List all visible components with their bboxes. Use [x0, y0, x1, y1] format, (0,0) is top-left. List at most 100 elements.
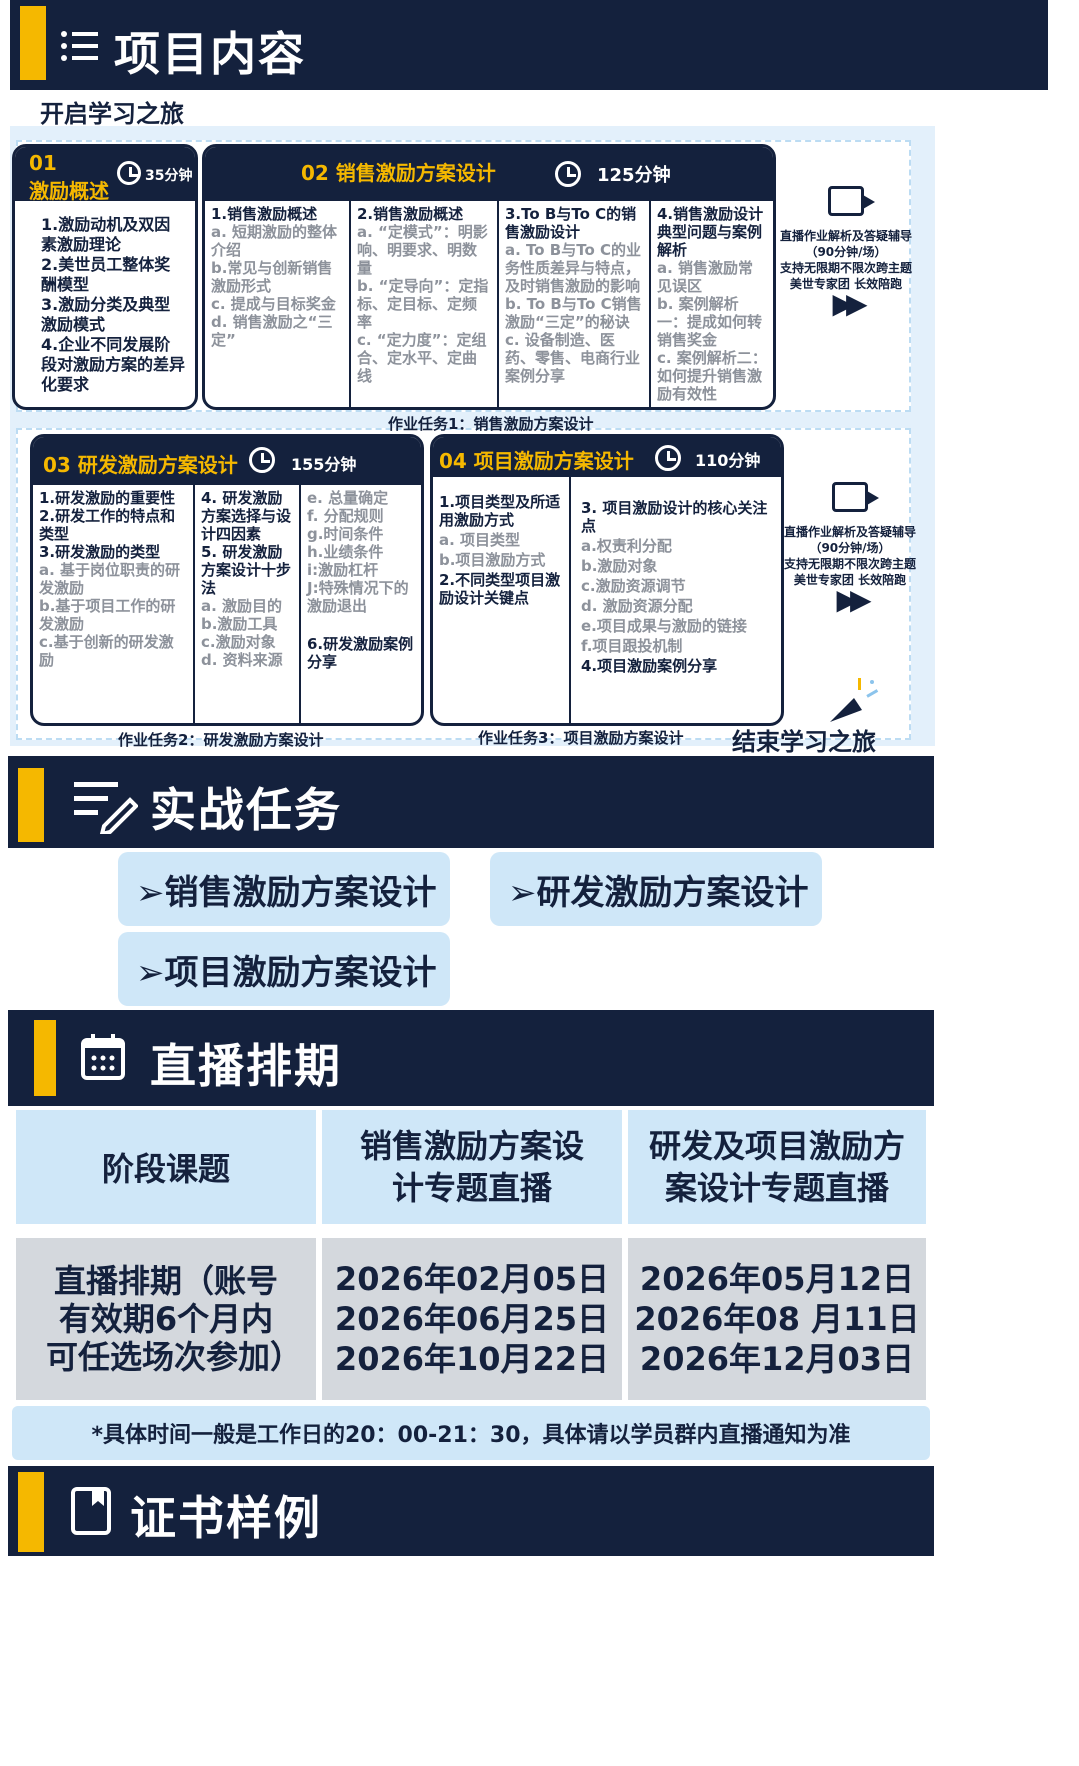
module-duration: 125分钟 [597, 165, 671, 186]
topic-item: a. 基于岗位职责的研发激励 [39, 561, 181, 597]
topic-item: 3. 项目激励设计的核心关注点 [581, 499, 768, 535]
topic-item: c. 设备制造、医药、零售、电商行业案例分享 [505, 331, 641, 385]
homework-task-2: 作业任务2：研发激励方案设计 [118, 731, 324, 749]
live-date: 2026年06月25日 [334, 1300, 610, 1338]
topic-column: 3. 项目激励设计的核心关注点 a.权责利分配 b.激励对象 c.激励资源调节 d. 激… [571, 477, 781, 723]
clock-icon [249, 447, 275, 473]
list-icon [60, 28, 100, 68]
live-coaching-note: 直播作业解析及答疑辅导（90分钟/场） 支持无限期不限次跨主题 美世专家团 长效… [780, 482, 920, 616]
topic-item: 2.研发工作的特点和类型 [39, 507, 176, 543]
table-row-label: 直播排期（账号有效期6个月内可任选场次参加） [16, 1238, 316, 1400]
clock-icon [655, 445, 681, 471]
journey-start-label: 开启学习之旅 [40, 100, 184, 128]
topic-item: b.常见与创新销售激励形式 [211, 259, 333, 295]
section-banner-schedule: 直播排期 [8, 1010, 934, 1106]
coaching-line: 支持无限期不限次跨主题 [779, 261, 912, 275]
section-banner-certificate: 证书样例 [8, 1466, 934, 1556]
topic-item: b.激励对象 [581, 557, 658, 575]
video-camera-icon [828, 186, 875, 216]
topic-item: 4.项目激励案例分享 [581, 657, 718, 675]
topic-item: 1.项目类型及所适用激励方式 [439, 493, 561, 529]
topic-item: 4. 研发激励方案选择与设计四因素 [201, 489, 292, 543]
chevron-right-icon: ▶▶ [832, 287, 867, 320]
clock-icon [117, 161, 141, 185]
topic-item: 2.销售激励概述 [357, 205, 464, 223]
topic-item: b.项目激励方式 [439, 551, 546, 569]
table-header-rd-live: 研发及项目激励方案设计专题直播 [628, 1110, 926, 1224]
coaching-line: 直播作业解析及答疑辅导（90分钟/场） [783, 525, 916, 555]
coaching-line: 直播作业解析及答疑辅导（90分钟/场） [779, 229, 912, 259]
topic-item: 3.To B与To C的销售激励设计 [505, 205, 637, 241]
coaching-line: 美世专家团 长效陪跑 [793, 573, 907, 587]
section-banner-tasks: 实战任务 [8, 756, 934, 848]
journey-end-label: 结束学习之旅 [732, 728, 876, 756]
homework-task-3: 作业任务3：项目激励方案设计 [478, 729, 684, 747]
party-popper-icon [828, 676, 880, 730]
module-header: 03 研发激励方案设计 155分钟 [33, 437, 421, 485]
topic-item: b.激励工具 [201, 615, 278, 633]
topic-item: c.激励资源调节 [581, 577, 686, 595]
topic-item: 1.销售激励概述 [211, 205, 318, 223]
topic-item: 4.销售激励设计典型问题与案例解析 [657, 205, 764, 259]
live-coaching-note: 直播作业解析及答疑辅导（90分钟/场） 支持无限期不限次跨主题 美世专家团 长效… [776, 186, 916, 320]
topic-item: a.权责利分配 [581, 537, 672, 555]
topic-item: a. 短期激励的整体介绍 [211, 223, 338, 259]
topic-item: d. 销售激励之“三定” [211, 313, 333, 349]
module-header: 02 销售激励方案设计 125分钟 [205, 147, 773, 201]
module-duration: 35分钟 [145, 168, 193, 184]
chevron-right-icon: ▶▶ [836, 583, 871, 616]
topic-item: 3.研发激励的类型 [39, 543, 161, 561]
section-banner-content: 项目内容 [10, 0, 1048, 90]
bookmark-icon [70, 1486, 114, 1542]
topic-item: c.基于创新的研发激励 [39, 633, 174, 669]
clock-icon [555, 161, 581, 187]
accent-bar [20, 6, 46, 80]
topic-item: 3.激励分类及典型激励模式 [41, 295, 171, 334]
section-title: 项目内容 [114, 27, 306, 81]
coaching-line: 美世专家团 长效陪跑 [789, 277, 903, 291]
calendar-icon [80, 1032, 126, 1086]
topic-item: h.业绩条件 [307, 543, 384, 561]
topic-item: 1.激励动机及双因素激励理论 [41, 215, 171, 254]
accent-bar [18, 1472, 44, 1552]
topic-item: e. 总量确定 [307, 489, 389, 507]
topic-item: e.项目成果与激励的链接 [581, 617, 747, 635]
live-date: 2026年12月03日 [639, 1340, 915, 1378]
topic-item: 6.研发激励案例分享 [307, 635, 414, 671]
table-header-sales-live: 销售激励方案设计专题直播 [322, 1110, 622, 1224]
topic-item: i:激励杠杆 [307, 561, 379, 579]
module-number: 01 [29, 151, 57, 175]
module-title: 02 销售激励方案设计 [301, 161, 496, 185]
task-pill-sales: ➢销售激励方案设计 [118, 852, 450, 926]
topic-item: c. 案例解析二：如何提升销售激励有效性 [657, 349, 767, 403]
accent-bar [34, 1020, 56, 1096]
topic-item: b.基于项目工作的研发激励 [39, 597, 176, 633]
topic-item: f.项目跟投机制 [581, 637, 683, 655]
topic-item: a. 激励目的 [201, 597, 283, 615]
task-pill-project: ➢项目激励方案设计 [118, 932, 450, 1006]
table-header-stage: 阶段课题 [16, 1110, 316, 1224]
topic-item: 5. 研发激励方案设计十步法 [201, 543, 292, 597]
topic-item: d. 激励资源分配 [581, 597, 693, 615]
module-header: 01 激励概述 35分钟 [15, 147, 195, 203]
coaching-line: 支持无限期不限次跨主题 [783, 557, 916, 571]
topic-item: a. “定模式”：明影响、明要求、明数量 [357, 223, 488, 277]
section-title: 实战任务 [150, 783, 342, 837]
topic-item: a. 项目类型 [439, 531, 521, 549]
